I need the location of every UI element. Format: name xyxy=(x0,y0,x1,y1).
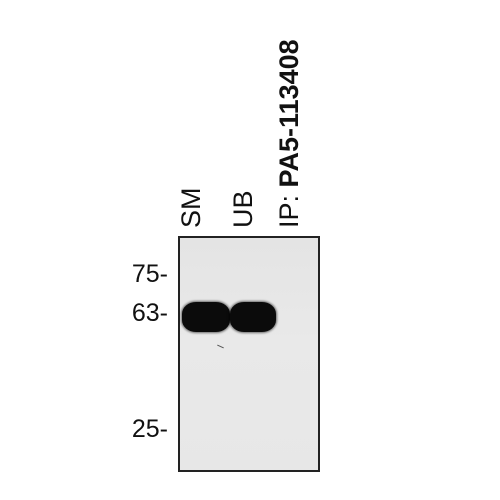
mw-marker-75: 75- xyxy=(131,260,168,288)
western-blot-panel xyxy=(178,236,320,472)
band-lane-sm xyxy=(182,302,230,332)
lane-label-ub: UB xyxy=(228,190,258,228)
ip-prefix: IP: xyxy=(274,194,304,228)
ip-antibody-name: PA5-113408 xyxy=(274,39,304,188)
band-lane-ub xyxy=(230,302,276,332)
ip-label: IP: PA5-113408 xyxy=(274,39,304,228)
mw-marker-25: 25- xyxy=(131,415,168,443)
mw-marker-63: 63- xyxy=(131,299,168,327)
lane-label-sm: SM xyxy=(176,187,206,229)
blot-artifact-speck xyxy=(217,344,224,349)
